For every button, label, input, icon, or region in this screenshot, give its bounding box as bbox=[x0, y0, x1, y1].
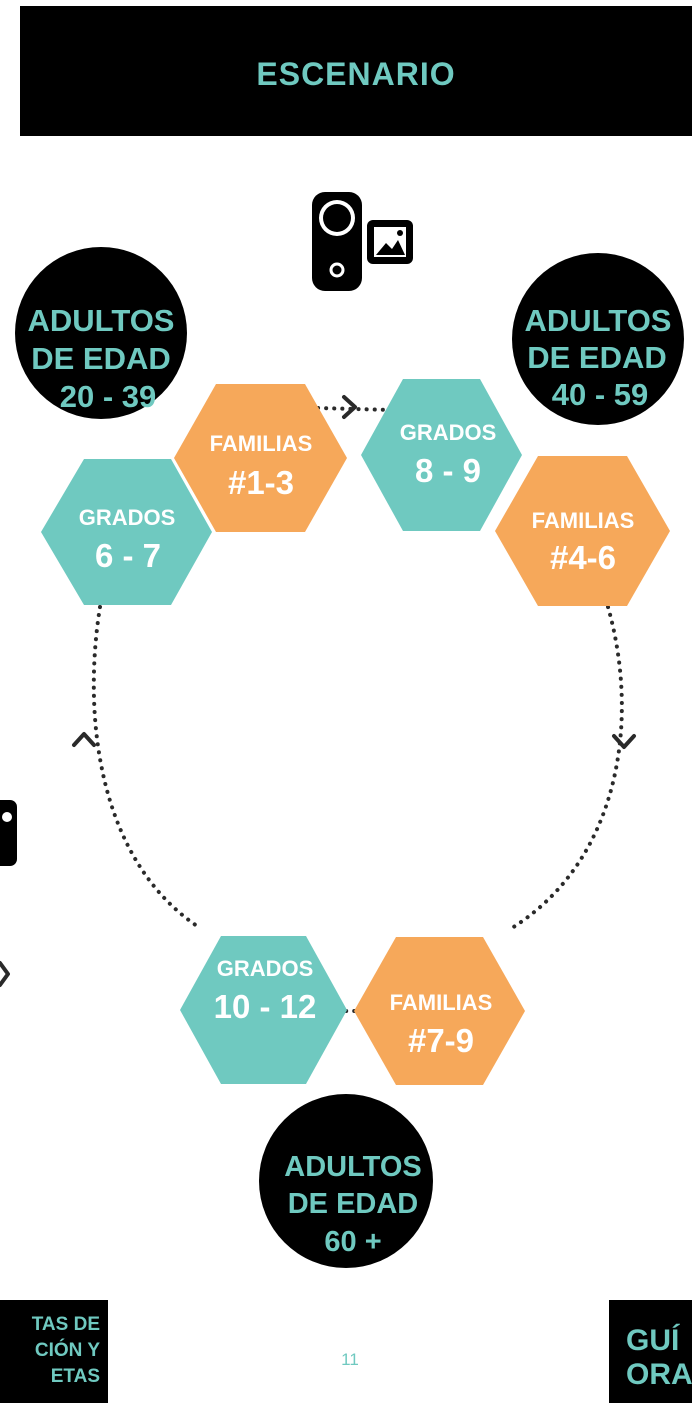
circle2-line3: 40 - 59 bbox=[552, 377, 649, 412]
hex-familias-4-6 bbox=[495, 456, 670, 606]
bottom-right-card[interactable]: GUÍ ORA bbox=[609, 1300, 692, 1403]
circle-adultos-20-39 bbox=[15, 247, 187, 419]
hex5-label: GRADOS bbox=[217, 956, 314, 981]
arrow-up-icon bbox=[72, 732, 96, 747]
circle2-line2: DE EDAD bbox=[527, 340, 667, 375]
circle-adultos-60 bbox=[259, 1094, 433, 1268]
hex5-value: 10 - 12 bbox=[214, 988, 317, 1025]
bottom-right-line1: GUÍ bbox=[626, 1324, 680, 1357]
hex-grados-10-12 bbox=[180, 936, 347, 1084]
circle3-line2: DE EDAD bbox=[288, 1188, 419, 1220]
bottom-left-card[interactable]: TAS DE CIÓN Y ETAS bbox=[0, 1300, 108, 1403]
title-banner: ESCENARIO bbox=[20, 6, 692, 136]
hex-grados-8-9 bbox=[361, 379, 522, 531]
page-number: 11 bbox=[341, 1350, 359, 1369]
circle1-line2: DE EDAD bbox=[31, 341, 171, 376]
connector-left bbox=[91, 605, 199, 928]
hex-familias-7-9 bbox=[354, 937, 525, 1085]
hex2-label: FAMILIAS bbox=[210, 431, 313, 456]
video-camera-icon bbox=[312, 192, 413, 291]
hex6-label: FAMILIAS bbox=[390, 990, 493, 1015]
connector-right bbox=[510, 605, 624, 930]
circle2-line1: ADULTOS bbox=[525, 303, 672, 338]
video-camera-icon-partial bbox=[0, 800, 17, 866]
hex1-value: 6 - 7 bbox=[95, 537, 161, 574]
hex-grados-6-7 bbox=[41, 459, 212, 605]
bottom-left-line3: ETAS bbox=[50, 1366, 100, 1387]
circle3-line3: 60 + bbox=[324, 1226, 381, 1258]
circle1-line1: ADULTOS bbox=[28, 303, 175, 338]
hex1-label: GRADOS bbox=[79, 505, 176, 530]
hex3-label: GRADOS bbox=[400, 420, 497, 445]
circle-adultos-40-59 bbox=[512, 253, 684, 425]
arrow-down-icon bbox=[612, 734, 636, 749]
hex4-value: #4-6 bbox=[550, 539, 616, 576]
circle3-line1: ADULTOS bbox=[284, 1151, 421, 1183]
hex6-value: #7-9 bbox=[408, 1022, 474, 1059]
hex-familias-1-3 bbox=[174, 384, 347, 532]
arrow-partial-icon bbox=[0, 961, 10, 987]
circle1-line3: 20 - 39 bbox=[60, 379, 157, 414]
hex3-value: 8 - 9 bbox=[415, 452, 481, 489]
bottom-right-line2: ORA bbox=[626, 1358, 692, 1391]
page-title: ESCENARIO bbox=[256, 56, 456, 92]
bottom-left-line2: CIÓN Y bbox=[34, 1340, 100, 1361]
arrow-right-icon bbox=[342, 395, 357, 419]
hex4-label: FAMILIAS bbox=[532, 508, 635, 533]
bottom-left-line1: TAS DE bbox=[31, 1314, 100, 1335]
hex2-value: #1-3 bbox=[228, 464, 294, 501]
